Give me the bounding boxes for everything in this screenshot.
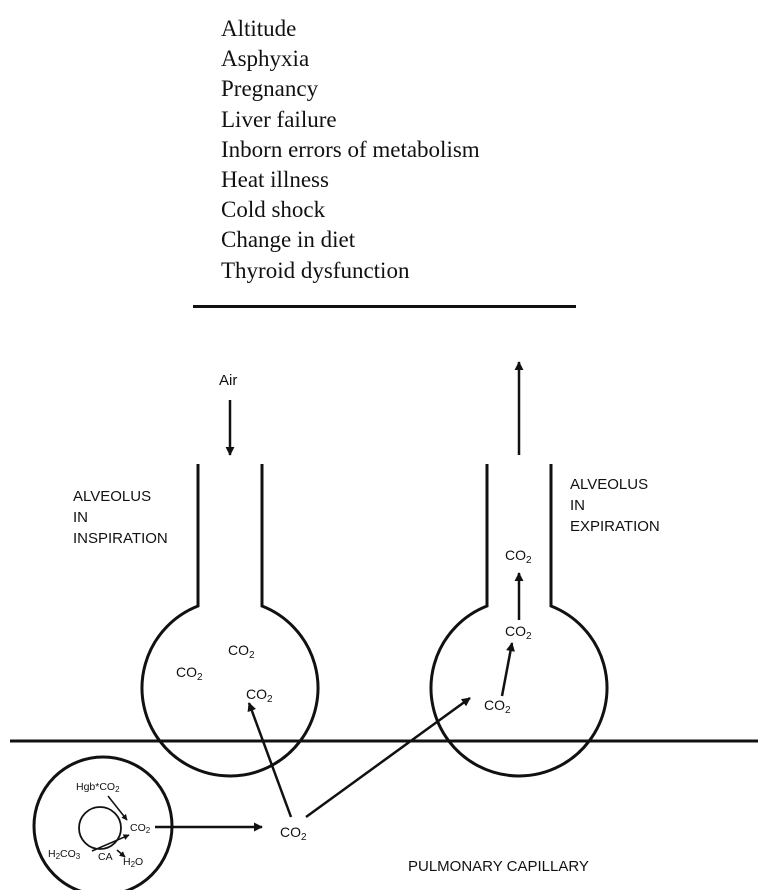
co2-label: CO2 — [246, 686, 273, 705]
cell-nucleus — [78, 806, 122, 850]
svg-text:EXPIRATION: EXPIRATION — [570, 518, 660, 535]
list-divider — [193, 305, 576, 308]
condition-item: Liver failure — [221, 106, 337, 132]
co2-label: CO2 — [280, 824, 307, 843]
condition-item: Inborn errors of metabolism — [221, 136, 480, 162]
alveolus-expiration-label: ALVEOLUS IN EXPIRATION — [570, 476, 660, 535]
pulmonary-capillary-label: PULMONARY CAPILLARY — [408, 858, 589, 875]
svg-text:IN: IN — [73, 509, 88, 526]
alveolus-inspiration-label: ALVEOLUS IN INSPIRATION — [73, 488, 168, 547]
co2-label: CO2 — [505, 547, 532, 566]
condition-item: Pregnancy — [221, 76, 319, 102]
diffusion-arrow-left — [247, 702, 293, 818]
condition-item: Cold shock — [221, 197, 326, 223]
svg-text:ALVEOLUS: ALVEOLUS — [73, 488, 151, 505]
enzyme-label: CA — [98, 851, 113, 863]
condition-item: Altitude — [221, 16, 297, 41]
water-arrow — [116, 849, 126, 858]
svg-text:INSPIRATION: INSPIRATION — [73, 530, 168, 547]
diffusion-arrow-right — [305, 696, 471, 819]
condition-item: Asphyxia — [221, 46, 310, 72]
h2o-label: H2O — [123, 856, 143, 869]
air-label: Air — [219, 372, 237, 389]
condition-item: Heat illness — [221, 167, 329, 193]
co2-label: CO2 — [228, 642, 255, 661]
co2-label: CO2 — [176, 664, 203, 683]
co2-label: CO2 — [505, 623, 532, 642]
condition-list: Altitude Asphyxia Pregnancy Liver failur… — [221, 14, 480, 286]
hgb-co2-label: Hgb*CO2 — [76, 781, 120, 794]
co2-up-arrow — [500, 642, 515, 697]
co2-label: CO2 — [130, 822, 151, 835]
alveolus-expiration-outline — [429, 464, 609, 778]
svg-text:IN: IN — [570, 497, 585, 514]
svg-text:ALVEOLUS: ALVEOLUS — [570, 476, 648, 493]
hgb-release-arrow — [107, 795, 128, 821]
condition-item: Change in diet — [221, 227, 356, 253]
co2-label: CO2 — [484, 697, 511, 716]
alveolus-inspiration-outline — [140, 464, 320, 778]
condition-item: Thyroid dysfunction — [221, 257, 410, 283]
red-blood-cell — [32, 755, 174, 890]
carbonic-acid-arrow — [91, 834, 130, 852]
h2co3-label: H2CO3 — [48, 848, 81, 861]
